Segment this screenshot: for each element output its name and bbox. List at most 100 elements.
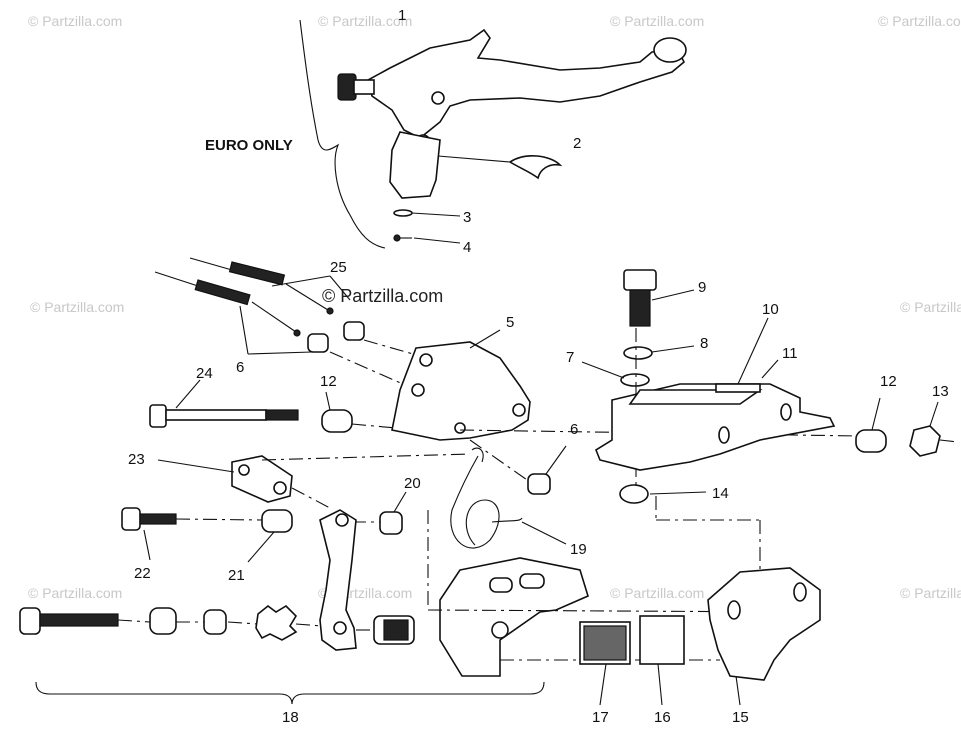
center-line — [117, 619, 151, 623]
center-line — [291, 487, 331, 509]
leader-line — [657, 663, 663, 706]
caliper-body — [439, 557, 589, 677]
callout-14: 14 — [712, 485, 729, 502]
leader-line — [737, 317, 769, 385]
watermark: © Partzilla.com — [878, 13, 961, 29]
callout-25: 25 — [330, 259, 347, 276]
part-22-bolt — [121, 507, 177, 531]
part-19-spring — [450, 447, 523, 549]
callout-10: 10 — [762, 301, 779, 318]
part-18-nut — [203, 609, 227, 635]
watermark: © Partzilla.com — [30, 299, 124, 315]
leader-line — [239, 305, 249, 355]
part-6-nut — [343, 321, 365, 341]
part-23-link — [231, 455, 293, 503]
callout-4: 4 — [463, 239, 471, 256]
callout-16: 16 — [654, 709, 671, 726]
leader-line — [599, 663, 607, 706]
leader-line — [735, 675, 741, 706]
watermark: © Partzilla.com — [28, 585, 122, 601]
center-line — [469, 439, 531, 483]
lever-ball-end — [653, 37, 687, 63]
callout-12: 12 — [320, 373, 337, 390]
master-cylinder — [389, 131, 441, 199]
part-18-star-washer — [255, 604, 298, 641]
part-8-washer — [623, 346, 653, 360]
watermark: © Partzilla.com — [610, 13, 704, 29]
part-18-arm — [319, 509, 357, 651]
leader-line — [929, 401, 939, 427]
part-14-bushing — [619, 484, 649, 504]
part-18-bushing — [149, 607, 177, 635]
leader-line — [329, 275, 351, 301]
center-line — [261, 453, 471, 461]
part-12-spacer — [321, 409, 353, 433]
part-6-nut — [307, 333, 329, 353]
leader-line — [247, 351, 313, 355]
callout-23: 23 — [128, 451, 145, 468]
callout-11: 11 — [782, 345, 798, 362]
center-line — [363, 339, 421, 357]
part-24-long-bolt — [149, 404, 299, 428]
watermark: © Partzilla.com — [900, 585, 961, 601]
part-25-cables — [154, 257, 334, 337]
watermark: © Partzilla.com — [28, 13, 122, 29]
part-12-spacer — [855, 429, 887, 453]
center-line — [227, 621, 259, 625]
part-18-screw-gear — [373, 615, 415, 645]
center-line — [175, 518, 263, 521]
callout-17: 17 — [592, 709, 609, 726]
center-line — [351, 423, 397, 429]
callout-13: 13 — [932, 383, 949, 400]
leader-line — [271, 275, 331, 287]
leader-line — [651, 345, 695, 353]
callout-19: 19 — [570, 541, 587, 558]
euro-bracket — [299, 19, 386, 249]
center-line — [939, 439, 959, 443]
callout-20: 20 — [404, 475, 421, 492]
part-4-pin — [393, 234, 412, 242]
part-9-bolt — [623, 269, 657, 327]
bracket-hole — [419, 353, 433, 367]
part-18-bolt — [19, 607, 119, 635]
callout-8: 8 — [700, 335, 708, 352]
callout-7: 7 — [566, 349, 574, 366]
lever-body — [367, 28, 685, 139]
center-line — [329, 351, 413, 389]
leader-line — [413, 237, 461, 244]
brake-lever-assembly — [337, 28, 687, 199]
adjuster-barrel — [353, 79, 375, 95]
callout-6: 6 — [236, 359, 244, 376]
callout-3: 3 — [463, 209, 471, 226]
leader-line — [411, 212, 461, 217]
watermark: © Partzilla.com — [610, 585, 704, 601]
part-3-oring — [393, 209, 413, 217]
part-21-spacer — [261, 509, 293, 533]
leader-line — [651, 289, 695, 301]
callout-labels: 1 2 3 4 5 6 6 7 8 9 10 11 12 12 13 14 15… — [128, 7, 949, 726]
leader-line — [649, 491, 707, 495]
callout-24: 24 — [196, 365, 213, 382]
part-20-nut — [379, 511, 403, 535]
callout-2: 2 — [573, 135, 581, 152]
caliper-hole — [727, 600, 741, 620]
center-line — [295, 623, 323, 627]
callout-5: 5 — [506, 314, 514, 331]
leader-line — [469, 329, 501, 349]
leader-line — [157, 459, 235, 473]
watermark: © Partzilla.com — [318, 13, 412, 29]
leader-line — [247, 531, 275, 563]
part-2-clip — [508, 155, 563, 180]
watermark-group: © Partzilla.com © Partzilla.com © Partzi… — [28, 13, 961, 601]
callout-9: 9 — [698, 279, 706, 296]
leader-line — [581, 361, 625, 379]
leader-line — [437, 155, 511, 163]
callout-18: 18 — [282, 709, 299, 726]
part-16-pad — [639, 615, 685, 665]
watermark-main: © Partzilla.com — [322, 286, 443, 306]
bracket-hole — [718, 426, 730, 444]
watermark: © Partzilla.com — [900, 299, 961, 315]
leader-line — [761, 359, 779, 379]
callout-21: 21 — [228, 567, 245, 584]
leader-line — [521, 521, 567, 545]
